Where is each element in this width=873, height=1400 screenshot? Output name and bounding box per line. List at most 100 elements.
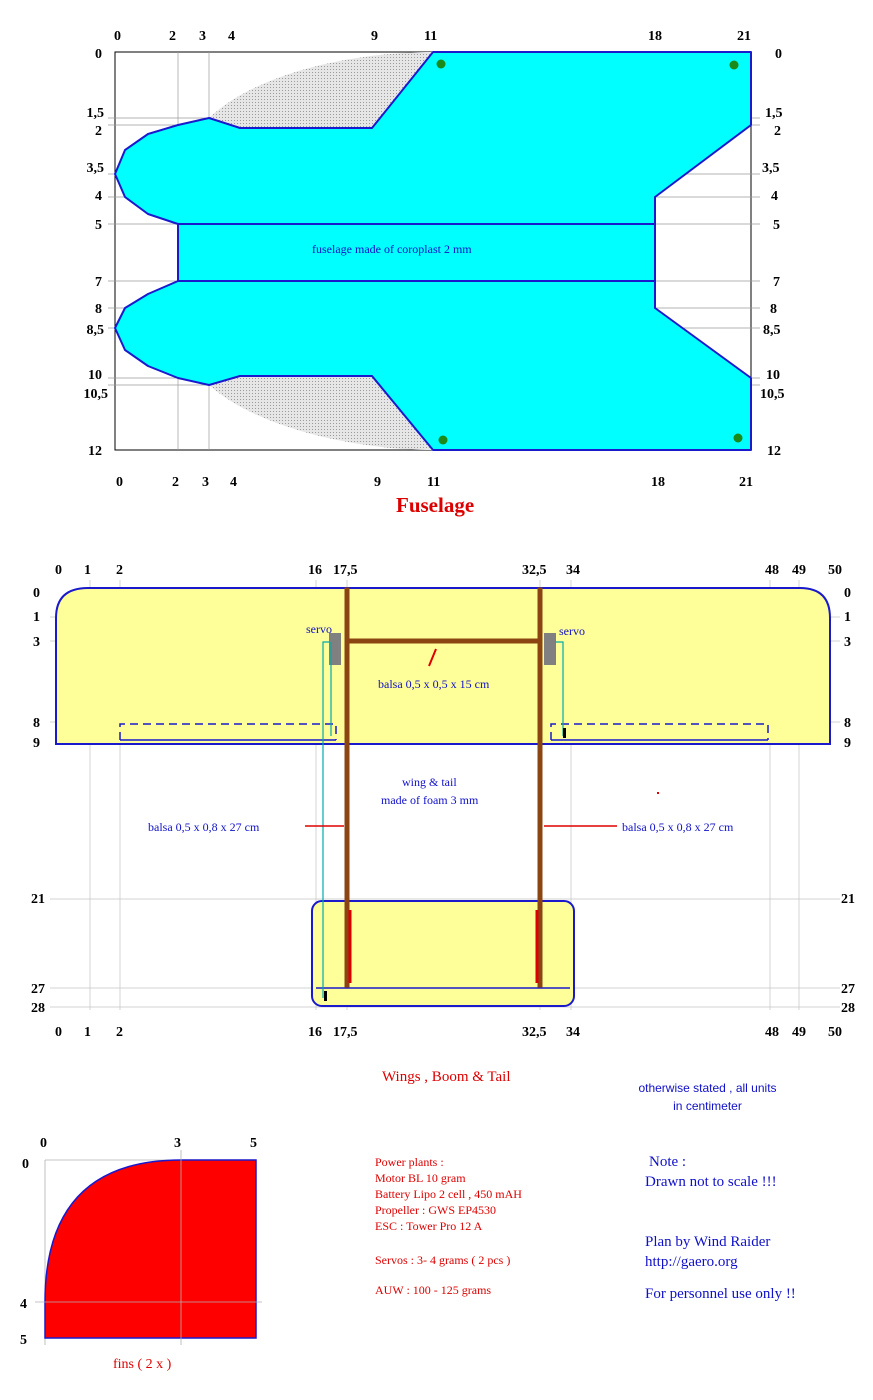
fuse-top-tick: 0 [114,29,121,44]
wing-right-tick: 3 [844,635,851,650]
fin-top-tick: 0 [40,1136,47,1151]
fuse-right-tick: 10,5 [760,387,785,402]
wing-right-tick: 27 [841,982,855,997]
wing-top-tick: 2 [116,563,123,578]
tail-spars [348,910,539,983]
fuse-right-tick: 10 [766,368,780,383]
fuselage-body [114,51,752,451]
wing-top-tick: 0 [55,563,62,578]
note-heading: Note : [649,1154,687,1170]
wing-panel [55,587,831,745]
fuse-top-tick: 2 [169,29,176,44]
wing-left-tick: 9 [33,736,40,751]
fuse-top-tick: 9 [371,29,378,44]
auw-spec: AUW : 100 - 125 grams [375,1283,492,1297]
fuse-top-tick: 21 [737,29,751,44]
wing-bottom-tick: 17,5 [333,1025,358,1040]
wing-left-tick: 27 [31,982,45,997]
fin-left-tick: 4 [20,1297,27,1312]
wing-right-tick: 0 [844,586,851,601]
fuse-left-tick: 1,5 [87,106,105,121]
pushrods [322,641,564,998]
fuse-right-tick: 5 [773,218,780,233]
units-note-line1: otherwise stated , all units [638,1081,777,1095]
cross-balsa-pointer [428,648,437,667]
wing-left-tick: 28 [31,1001,45,1016]
info-block: Note : Drawn not to scale !!! Plan by Wi… [645,1152,796,1304]
wings-title: Wings , Boom & Tail [382,1069,511,1085]
fuse-left-tick: 4 [95,189,102,204]
wing-bottom-tick: 1 [84,1025,91,1040]
fins-label: fins ( 2 x ) [113,1357,172,1372]
wing-top-tick: 16 [308,563,322,578]
wing-right-tick: 8 [844,716,851,731]
wing-bottom-tick: 16 [308,1025,322,1040]
aileron-left [119,723,337,741]
power-heading: Power plants : [375,1155,444,1169]
fuselage-title: Fuselage [396,493,474,517]
wing-section: servo servo balsa 0,5 x 0,5 x 15 cm wing… [31,563,855,1085]
fuse-left-tick: 3,5 [87,161,105,176]
fuse-right-tick: 7 [773,275,780,290]
units-note: otherwise stated , all units in centimet… [615,1079,800,1115]
fuse-right-tick: 12 [767,444,781,459]
mount-hole [733,433,743,443]
fuse-left-tick: 8,5 [87,323,105,338]
fuse-bottom-tick: 2 [172,475,179,490]
fuse-left-tick: 10,5 [84,387,109,402]
fin-shape [44,1159,257,1339]
fuse-left-tick: 10 [88,368,102,383]
fuselage-shadow-bottom [209,376,433,450]
fuselage-shadow-top [209,52,433,128]
stray-mark [657,792,659,794]
wing-left-tick: 3 [33,635,40,650]
fuse-right-tick: 8,5 [763,323,781,338]
wing-right-tick: 21 [841,892,855,907]
control-horn [324,991,327,1001]
wing-bottom-tick: 2 [116,1025,123,1040]
fuse-left-tick: 2 [95,124,102,139]
wing-left-tick: 8 [33,716,40,731]
fuselage-section: fuselage made of coroplast 2 mm 0 2 3 4 … [84,29,785,517]
fuse-left-tick: 7 [95,275,102,290]
fuse-left-tick: 8 [95,302,102,317]
fuse-right-tick: 3,5 [762,161,780,176]
units-note-line2: in centimeter [673,1099,742,1113]
servo-right-label: servo [559,624,585,638]
wing-bottom-tick: 49 [792,1025,806,1040]
balsa-right-label: balsa 0,5 x 0,8 x 27 cm [622,820,734,834]
servo-left-label: servo [306,622,332,636]
fin-top-tick: 3 [174,1136,181,1151]
material-line2: made of foam 3 mm [381,793,479,807]
wing-left-tick: 1 [33,610,40,625]
balsa-left-label: balsa 0,5 x 0,8 x 27 cm [148,820,260,834]
plan-url: http://gaero.org [645,1254,738,1270]
balsa-booms [344,587,543,988]
cross-balsa-label: balsa 0,5 x 0,5 x 15 cm [378,677,490,691]
fuse-right-tick: 0 [775,47,782,62]
fuse-bottom-tick: 3 [202,475,209,490]
fuse-bottom-tick: 18 [651,475,665,490]
personal-use: For personnel use only !! [645,1286,796,1302]
wing-right-tick: 9 [844,736,851,751]
wing-top-tick: 34 [566,563,580,578]
wing-bottom-tick: 32,5 [522,1025,547,1040]
note-text: Drawn not to scale !!! [645,1174,777,1190]
wing-top-tick: 17,5 [333,563,358,578]
wing-right-tick: 28 [841,1001,855,1016]
fuse-left-tick: 5 [95,218,102,233]
wing-bottom-tick: 50 [828,1025,842,1040]
fuse-top-tick: 11 [424,29,437,44]
control-horn [563,728,566,738]
aileron-right [550,723,769,741]
fuse-left-tick: 12 [88,444,102,459]
fuse-right-tick: 8 [770,302,777,317]
fuse-top-tick: 18 [648,29,662,44]
wing-left-tick: 21 [31,892,45,907]
fin-left-tick: 0 [22,1157,29,1172]
fin-top-tick: 5 [250,1136,257,1151]
servo-left-body [329,633,341,665]
tail-panel [311,900,575,1007]
fuse-right-tick: 1,5 [765,106,783,121]
